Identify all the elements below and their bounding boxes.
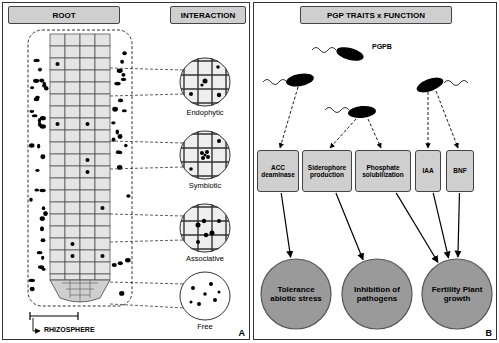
connector-arrow <box>336 193 363 260</box>
connector-arrow <box>458 193 460 257</box>
inset-circle: Endophytic <box>179 57 231 107</box>
inset-circle: Associative <box>179 203 231 253</box>
node-outline <box>179 57 231 107</box>
node-text: Associative <box>186 254 224 263</box>
rhizosphere-pointer <box>33 318 40 331</box>
bacteria <box>263 45 468 120</box>
node-outline <box>179 271 231 321</box>
connector-arrow <box>433 193 448 258</box>
scale-label: RHIZOSPHERE <box>44 326 95 333</box>
header-box: ROOT <box>8 6 120 24</box>
function-circle: Inhibition of pathogens <box>341 258 413 330</box>
connector-arrow <box>281 193 290 257</box>
root-bacteria <box>29 51 131 296</box>
root-cap-cells <box>62 280 98 302</box>
trait-box: ACC deaminase <box>257 150 299 192</box>
node-text: IAA <box>422 167 433 174</box>
node-text: Fertility Plant growth <box>431 285 483 303</box>
node-text: B <box>486 328 493 338</box>
node-text: Phosphate solubilization <box>358 164 408 179</box>
node-text: BNF <box>453 167 466 174</box>
node-text: ROOT <box>52 11 75 20</box>
trait-box: Phosphate solubilization <box>355 150 411 192</box>
function-circle: Fertility Plant growth <box>421 258 493 330</box>
inset-leaders <box>110 68 185 308</box>
node-text: Endophytic <box>186 108 223 117</box>
node-text: A <box>239 328 246 338</box>
header-box: INTERACTION <box>170 6 246 24</box>
panel-frame: ROOT INTERACTION EndophyticSymbioticAssoci… <box>2 2 250 340</box>
inset-circle: Free <box>179 271 231 321</box>
node-text: Symbiotic <box>189 181 222 190</box>
node-outline <box>179 130 231 180</box>
rhizosphere-outline <box>28 30 132 306</box>
node-text: INTERACTION <box>181 11 236 20</box>
function-circle: Tolerance abiotic stress <box>260 258 332 330</box>
trait-pointers <box>280 87 458 148</box>
inset-circle: Symbiotic <box>179 130 231 180</box>
node-text: Inhibition of pathogens <box>351 285 403 303</box>
panel-frame: PGP TRAITS x FUNCTION ACC deaminase Sidero… <box>253 2 497 340</box>
node-text: Siderophore production <box>305 164 349 179</box>
header-box: PGP TRAITS x FUNCTION <box>300 6 452 24</box>
trait-box: IAA <box>415 150 441 192</box>
node-text: PGP TRAITS x FUNCTION <box>327 11 425 20</box>
trait-box: BNF <box>446 150 474 192</box>
node-text: Tolerance abiotic stress <box>270 285 322 303</box>
node-text: ACC deaminase <box>260 164 296 179</box>
node-text: Free <box>197 322 212 331</box>
root-cap <box>50 280 110 302</box>
node-outline <box>179 203 231 253</box>
connector-arrow <box>396 193 438 262</box>
scale-bar <box>30 312 78 320</box>
inset-drawings <box>175 52 235 321</box>
group-label: PGPB <box>372 43 392 50</box>
root-cells <box>50 34 110 280</box>
trait-box: Siderophore production <box>302 150 352 192</box>
